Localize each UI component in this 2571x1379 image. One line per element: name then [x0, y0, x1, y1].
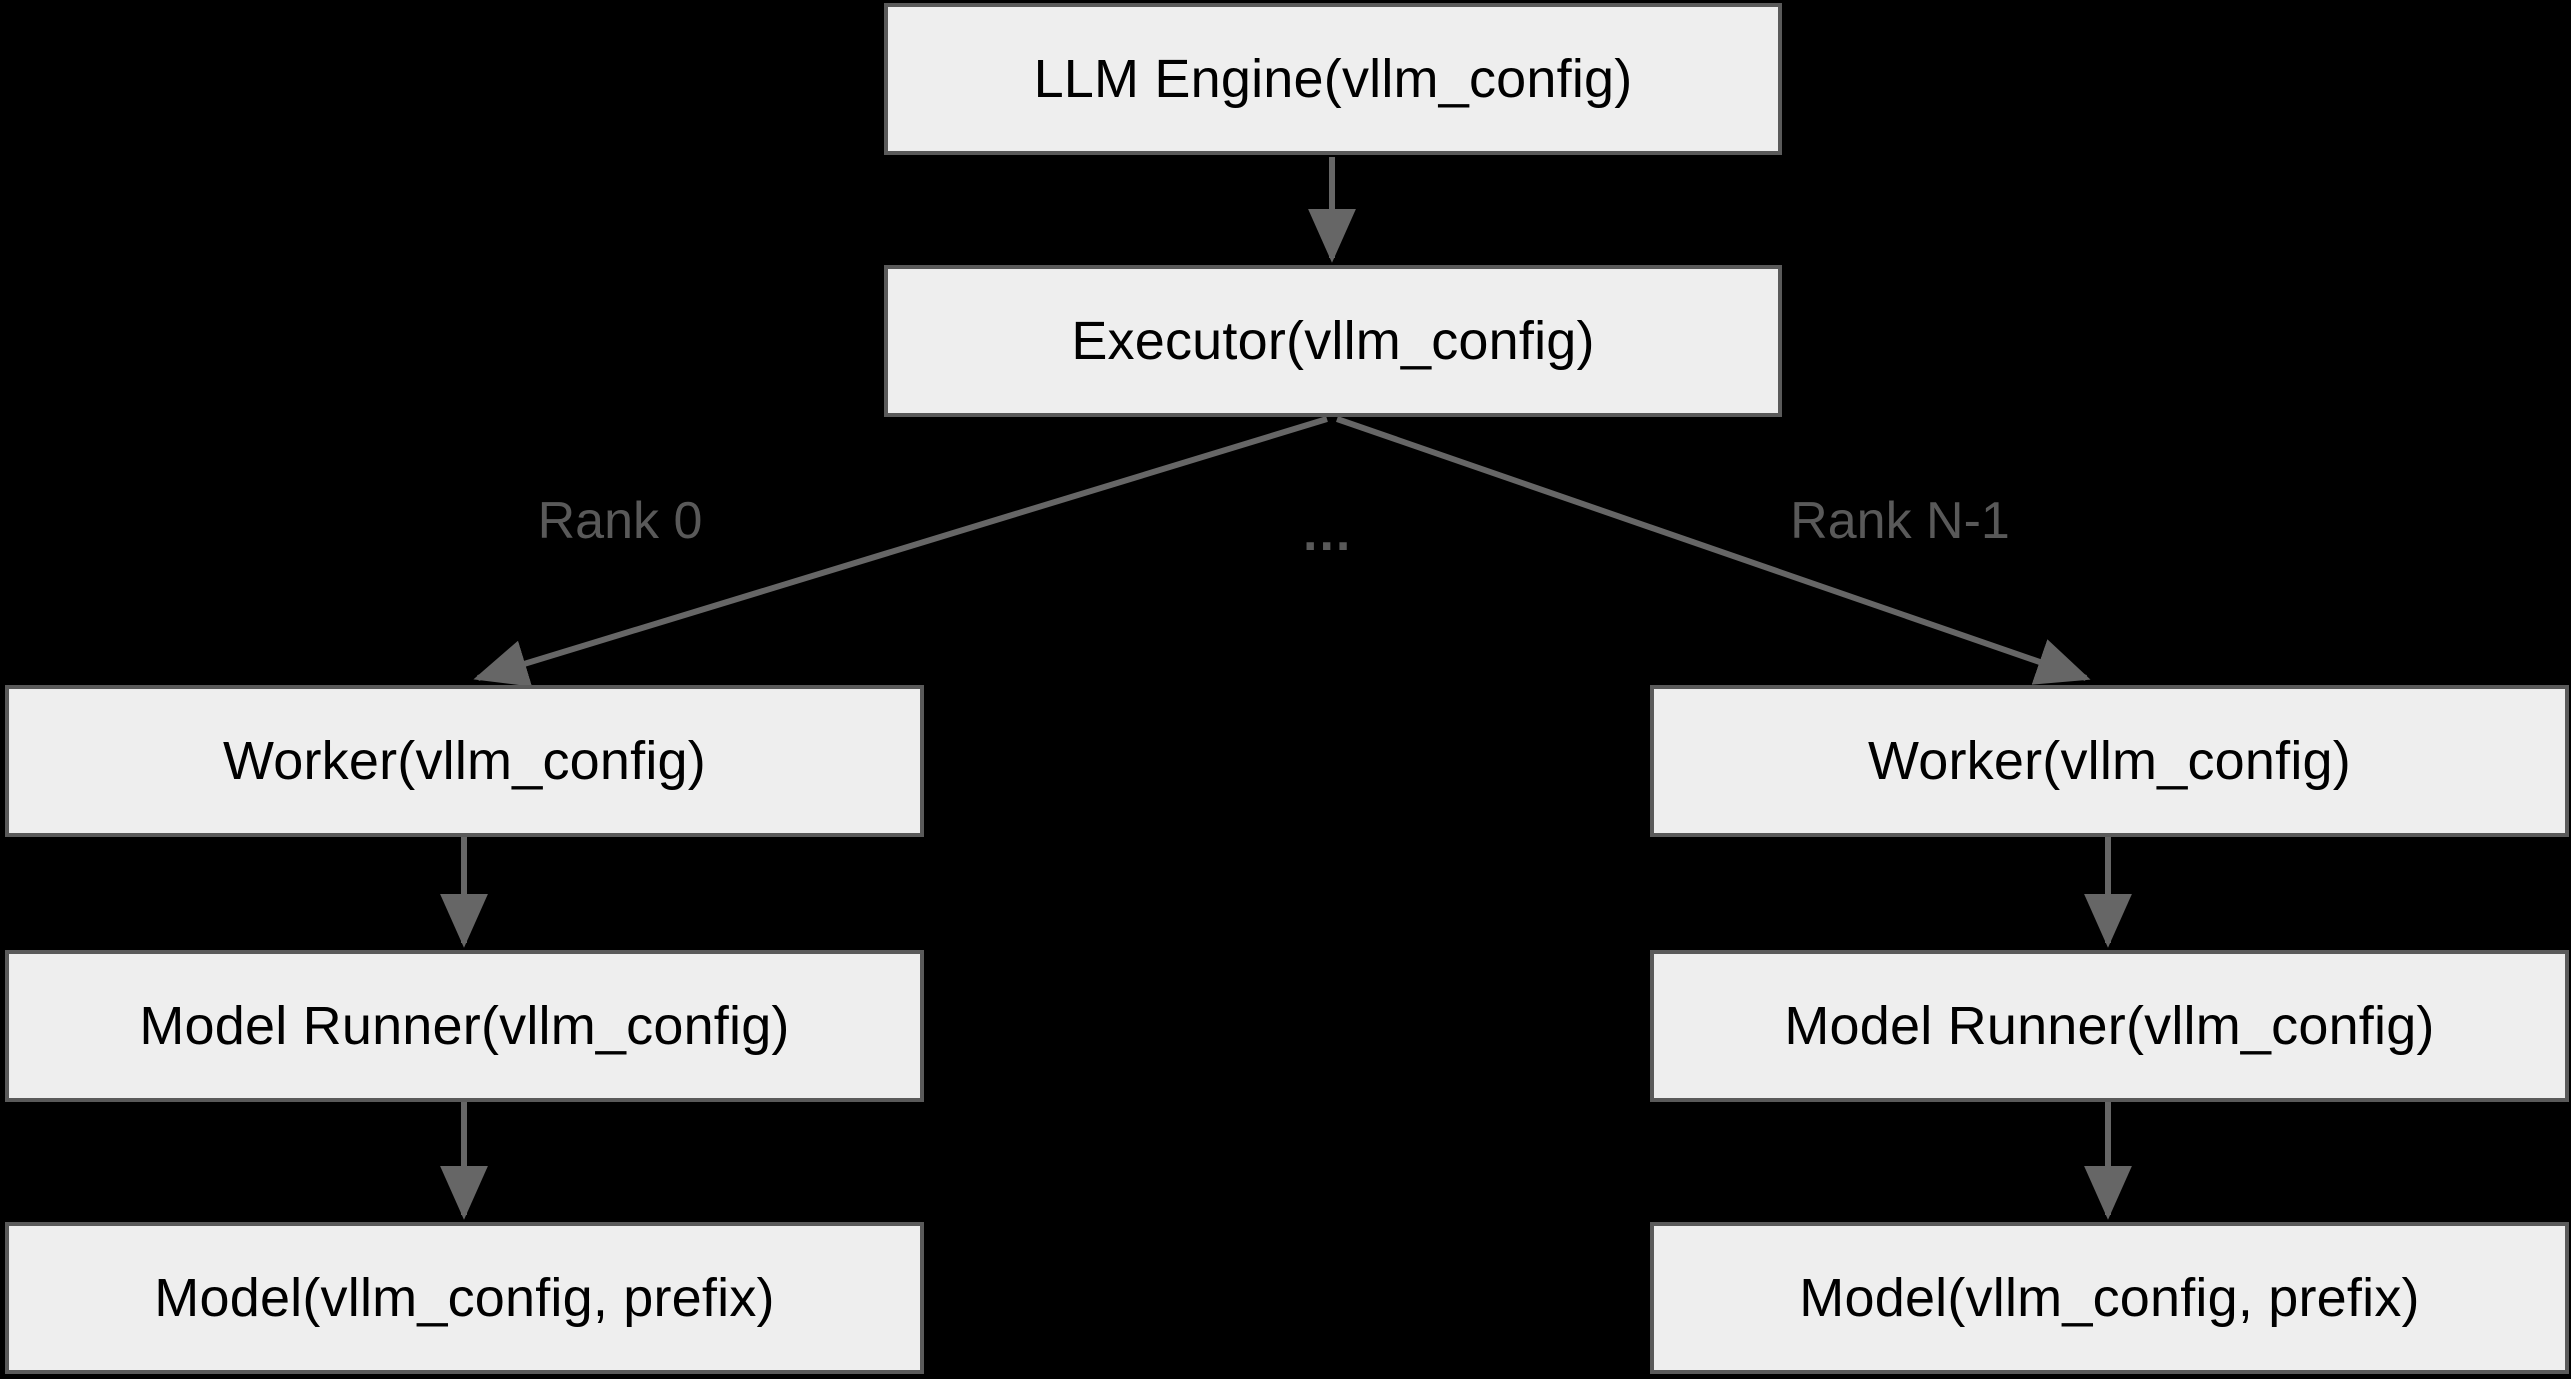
edge-label-rank-ellipsis: ...: [1303, 504, 1353, 562]
node-llm-engine[interactable]: LLM Engine(vllm_config): [884, 3, 1782, 155]
node-model-rank0[interactable]: Model(vllm_config, prefix): [5, 1222, 924, 1374]
node-model-runner-rankn[interactable]: Model Runner(vllm_config): [1650, 950, 2569, 1102]
node-model-runner-rank0[interactable]: Model Runner(vllm_config): [5, 950, 924, 1102]
node-executor[interactable]: Executor(vllm_config): [884, 265, 1782, 417]
node-worker-rankn[interactable]: Worker(vllm_config): [1650, 685, 2569, 837]
edge-label-rank-n-minus-1: Rank N-1: [1790, 492, 2010, 550]
node-model-rankn[interactable]: Model(vllm_config, prefix): [1650, 1222, 2569, 1374]
node-worker-rank0[interactable]: Worker(vllm_config): [5, 685, 924, 837]
edge-label-rank-0: Rank 0: [537, 492, 703, 550]
